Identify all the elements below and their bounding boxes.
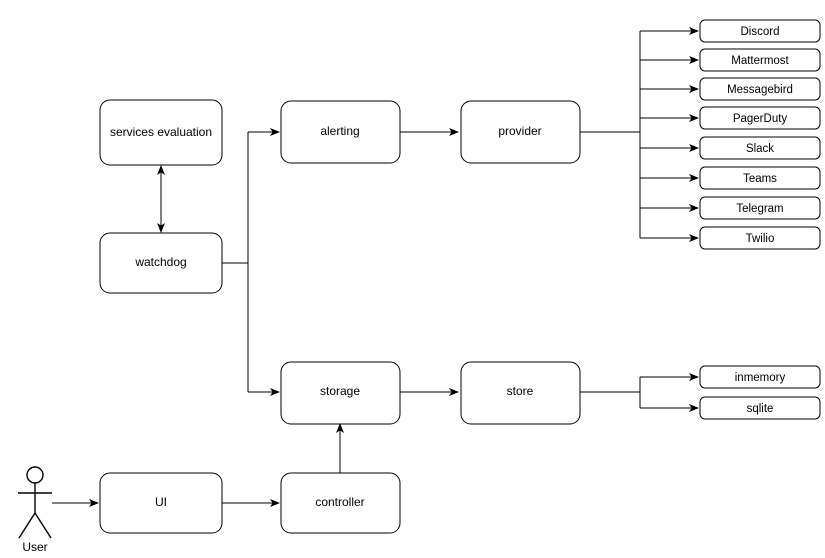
node-provider-mattermost[interactable]: Mattermost [699, 48, 821, 72]
node-provider-twilio-label: Twilio [746, 233, 775, 245]
provider-list: Discord Mattermost Messagebird PagerDuty… [699, 19, 821, 250]
node-provider-messagebird-label: Messagebird [727, 84, 793, 96]
actor-user-leg-left [18, 512, 36, 539]
node-provider-teams-box[interactable] [699, 166, 821, 190]
actor-user-label: User [22, 540, 47, 554]
node-provider-pagerduty-label: PagerDuty [733, 113, 788, 125]
node-provider-label: provider [498, 124, 541, 138]
node-provider-mattermost-label: Mattermost [731, 55, 789, 67]
node-provider-slack-box[interactable] [699, 136, 821, 160]
node-store-inmemory[interactable]: inmemory [699, 365, 821, 389]
node-storage-label: storage [320, 384, 360, 398]
node-provider-twilio-box[interactable] [699, 226, 821, 250]
node-provider-telegram-label: Telegram [736, 203, 783, 215]
node-alerting-box[interactable] [280, 100, 401, 164]
node-storage[interactable]: storage [280, 361, 401, 425]
node-provider-discord[interactable]: Discord [699, 19, 821, 43]
node-provider-pagerduty[interactable]: PagerDuty [699, 106, 821, 130]
node-provider-messagebird-box[interactable] [699, 77, 821, 101]
node-provider-discord-label: Discord [741, 26, 780, 38]
node-provider-messagebird[interactable]: Messagebird [699, 77, 821, 101]
node-storage-box[interactable] [280, 361, 401, 425]
actor-user[interactable]: User [18, 466, 52, 554]
node-provider-telegram-box[interactable] [699, 196, 821, 220]
node-provider-teams[interactable]: Teams [699, 166, 821, 190]
node-watchdog-label: watchdog [134, 255, 186, 269]
node-store-label: store [507, 384, 534, 398]
node-controller[interactable]: controller [280, 472, 401, 534]
node-store-box[interactable] [460, 361, 581, 425]
node-services-evaluation-label: services evaluation [110, 125, 212, 139]
node-watchdog[interactable]: watchdog [99, 232, 223, 294]
node-provider-box[interactable] [460, 100, 581, 164]
node-store-sqlite[interactable]: sqlite [699, 396, 821, 420]
node-alerting-label: alerting [320, 124, 359, 138]
node-controller-box[interactable] [280, 472, 401, 534]
node-provider-discord-box[interactable] [699, 19, 821, 43]
node-provider-twilio[interactable]: Twilio [699, 226, 821, 250]
node-store[interactable]: store [460, 361, 581, 425]
node-provider-mattermost-box[interactable] [699, 48, 821, 72]
node-provider-slack-label: Slack [746, 143, 774, 155]
node-ui-box[interactable] [99, 472, 223, 534]
node-store-sqlite-label: sqlite [747, 403, 774, 415]
actor-user-leg-right [34, 512, 52, 539]
node-provider-slack[interactable]: Slack [699, 136, 821, 160]
node-store-inmemory-box[interactable] [699, 365, 821, 389]
node-ui[interactable]: UI [99, 472, 223, 534]
node-services-evaluation-box[interactable] [99, 99, 223, 166]
node-provider-pagerduty-box[interactable] [699, 106, 821, 130]
node-store-inmemory-label: inmemory [735, 372, 786, 384]
node-provider-teams-label: Teams [743, 173, 777, 185]
node-services-evaluation[interactable]: services evaluation [99, 99, 223, 166]
node-controller-label: controller [315, 495, 364, 509]
actor-user-head [26, 466, 44, 484]
node-ui-label: UI [155, 495, 167, 509]
node-alerting[interactable]: alerting [280, 100, 401, 164]
node-store-sqlite-box[interactable] [699, 396, 821, 420]
node-provider-telegram[interactable]: Telegram [699, 196, 821, 220]
node-watchdog-box[interactable] [99, 232, 223, 294]
store-list: inmemory sqlite [699, 365, 821, 420]
node-provider[interactable]: provider [460, 100, 581, 164]
